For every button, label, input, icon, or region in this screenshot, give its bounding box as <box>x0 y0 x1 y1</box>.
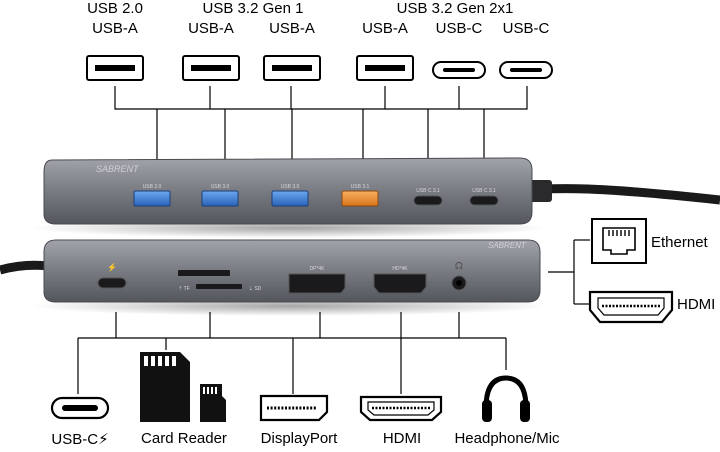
group-title-usb32-gen2x1: USB 3.2 Gen 2x1 <box>396 0 514 17</box>
usb-a-icon <box>182 55 240 81</box>
hdmi-label: HD*4K <box>392 266 408 272</box>
displayport-icon <box>259 394 329 422</box>
port-type-label: USB-A <box>188 20 234 37</box>
usb-c-port <box>469 195 499 206</box>
right-connector-lines <box>548 239 590 305</box>
usb-c-power-label: USB-C⚡ <box>51 431 109 448</box>
hub-brand-logo: SABRENT <box>488 241 527 250</box>
group-title-usb32-gen1: USB 3.2 Gen 1 <box>202 0 304 17</box>
port-type-label: USB-A <box>362 20 408 37</box>
card-reader-label: Card Reader <box>141 430 227 447</box>
usb-c-port <box>413 195 443 206</box>
ethernet-label: Ethernet <box>651 234 708 251</box>
power-symbol: ⚡ <box>107 263 117 272</box>
hub-port-label: USB 3.1 <box>350 184 370 190</box>
hub-port-label: USB 2.0 <box>142 184 162 190</box>
usb-a-icon <box>86 55 144 81</box>
sd-slot <box>196 284 242 289</box>
hub-top-side: SABRENT <box>30 157 720 238</box>
displayport-port <box>288 273 346 294</box>
headphone-icon <box>482 375 530 422</box>
displayport-label: DisplayPort <box>260 430 338 447</box>
dp-label: DP*4K <box>309 266 325 272</box>
hub-port-label: USB C 3.1 <box>416 188 440 194</box>
port-type-label: USB-C <box>502 20 550 37</box>
usb-c-icon <box>499 61 553 79</box>
port-type-label: USB-A <box>92 20 138 37</box>
usb-3-port <box>271 190 309 207</box>
hub-port-label: USB 3.0 <box>210 184 230 190</box>
usb-3-port <box>201 190 239 207</box>
hdmi-label: HDMI <box>382 430 422 447</box>
tf-label: ⇡ TF <box>178 286 190 292</box>
hub-brand-logo: SABRENT <box>96 164 140 174</box>
usb-c-icon <box>432 61 486 79</box>
micro-sd-card-icon <box>200 384 226 422</box>
sd-label: ⇣ SD <box>248 286 262 292</box>
group-title-usb2: USB 2.0 <box>87 0 143 17</box>
hdmi-port <box>373 273 427 294</box>
usb-31-port <box>341 190 379 207</box>
usb-a-icon <box>356 55 414 81</box>
usb-c-power-port <box>97 277 127 289</box>
hub-bottom-side: SABRENT <box>0 239 550 316</box>
usb-c-icon <box>50 396 110 420</box>
sd-card-icon <box>140 352 190 422</box>
hub-port-label: USB C 3.1 <box>472 188 496 194</box>
hdmi-label: HDMI <box>677 296 716 313</box>
audio-symbol: 🎧 <box>454 263 464 270</box>
hub-port-label: USB 3.0 <box>280 184 300 190</box>
bottom-connector-lines <box>77 312 507 394</box>
tf-slot <box>178 270 230 276</box>
usb-a-icon <box>263 55 321 81</box>
port-type-label: USB-A <box>269 20 315 37</box>
hdmi-icon <box>588 290 674 324</box>
port-type-label: USB-C <box>435 20 483 37</box>
ethernet-icon <box>591 218 647 264</box>
headphone-mic-label: Headphone/Mic <box>454 430 560 447</box>
usb-2-port <box>133 190 171 207</box>
hdmi-icon <box>359 395 443 422</box>
